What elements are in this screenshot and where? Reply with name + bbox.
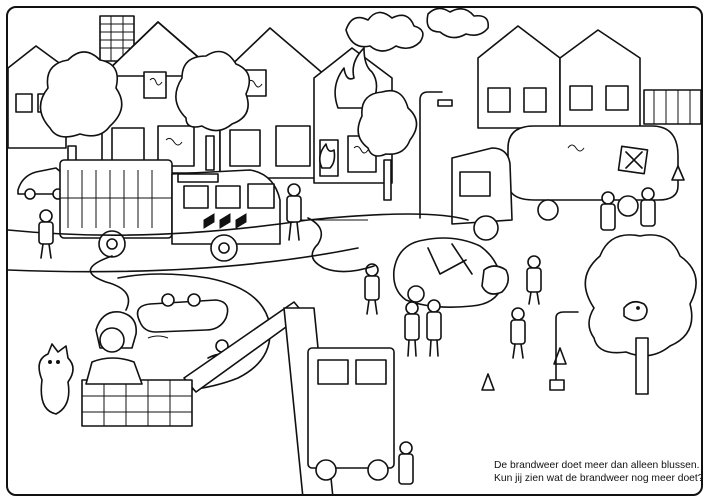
traffic-cone-icon [482,166,684,390]
firefighter-icon [365,264,379,314]
house-icon [478,26,701,128]
caption-line-2: Kun jij zien wat de brandweer nog meer d… [494,473,703,484]
fire-hose [90,218,374,310]
firefighter-icon [39,210,53,258]
firefighter-icon [86,312,142,384]
person-group [405,300,441,356]
tree-icon [176,52,249,171]
bird-icon [624,302,647,321]
firefighter-icon [601,188,655,230]
firefighter-icon [399,442,413,484]
tanker-truck-icon [452,126,678,240]
firefighter-icon [511,308,525,358]
command-vehicle [308,348,394,480]
caption-box: De brandweer doet meer dan alleen blusse… [492,458,703,486]
street-lamp-icon [550,312,578,390]
fire-truck-icon [60,160,280,261]
cat-icon [39,344,73,414]
house-icon [220,28,326,178]
caption-line-1: De brandweer doet meer dan alleen blusse… [494,460,700,471]
firefighter-icon [287,184,301,240]
illustration-frame: De brandweer doet meer dan alleen blusse… [6,6,703,496]
street-lamp-icon [420,92,452,218]
tree-icon [585,235,696,394]
tree-icon [358,91,416,200]
apartment-tower [100,16,134,61]
smoke-cloud [346,8,488,51]
rubber-boat-icon [138,294,228,332]
crashed-car-icon [394,238,509,307]
illustration-scene [8,8,701,494]
firefighter-icon [527,256,541,304]
flame-icon [320,48,377,168]
